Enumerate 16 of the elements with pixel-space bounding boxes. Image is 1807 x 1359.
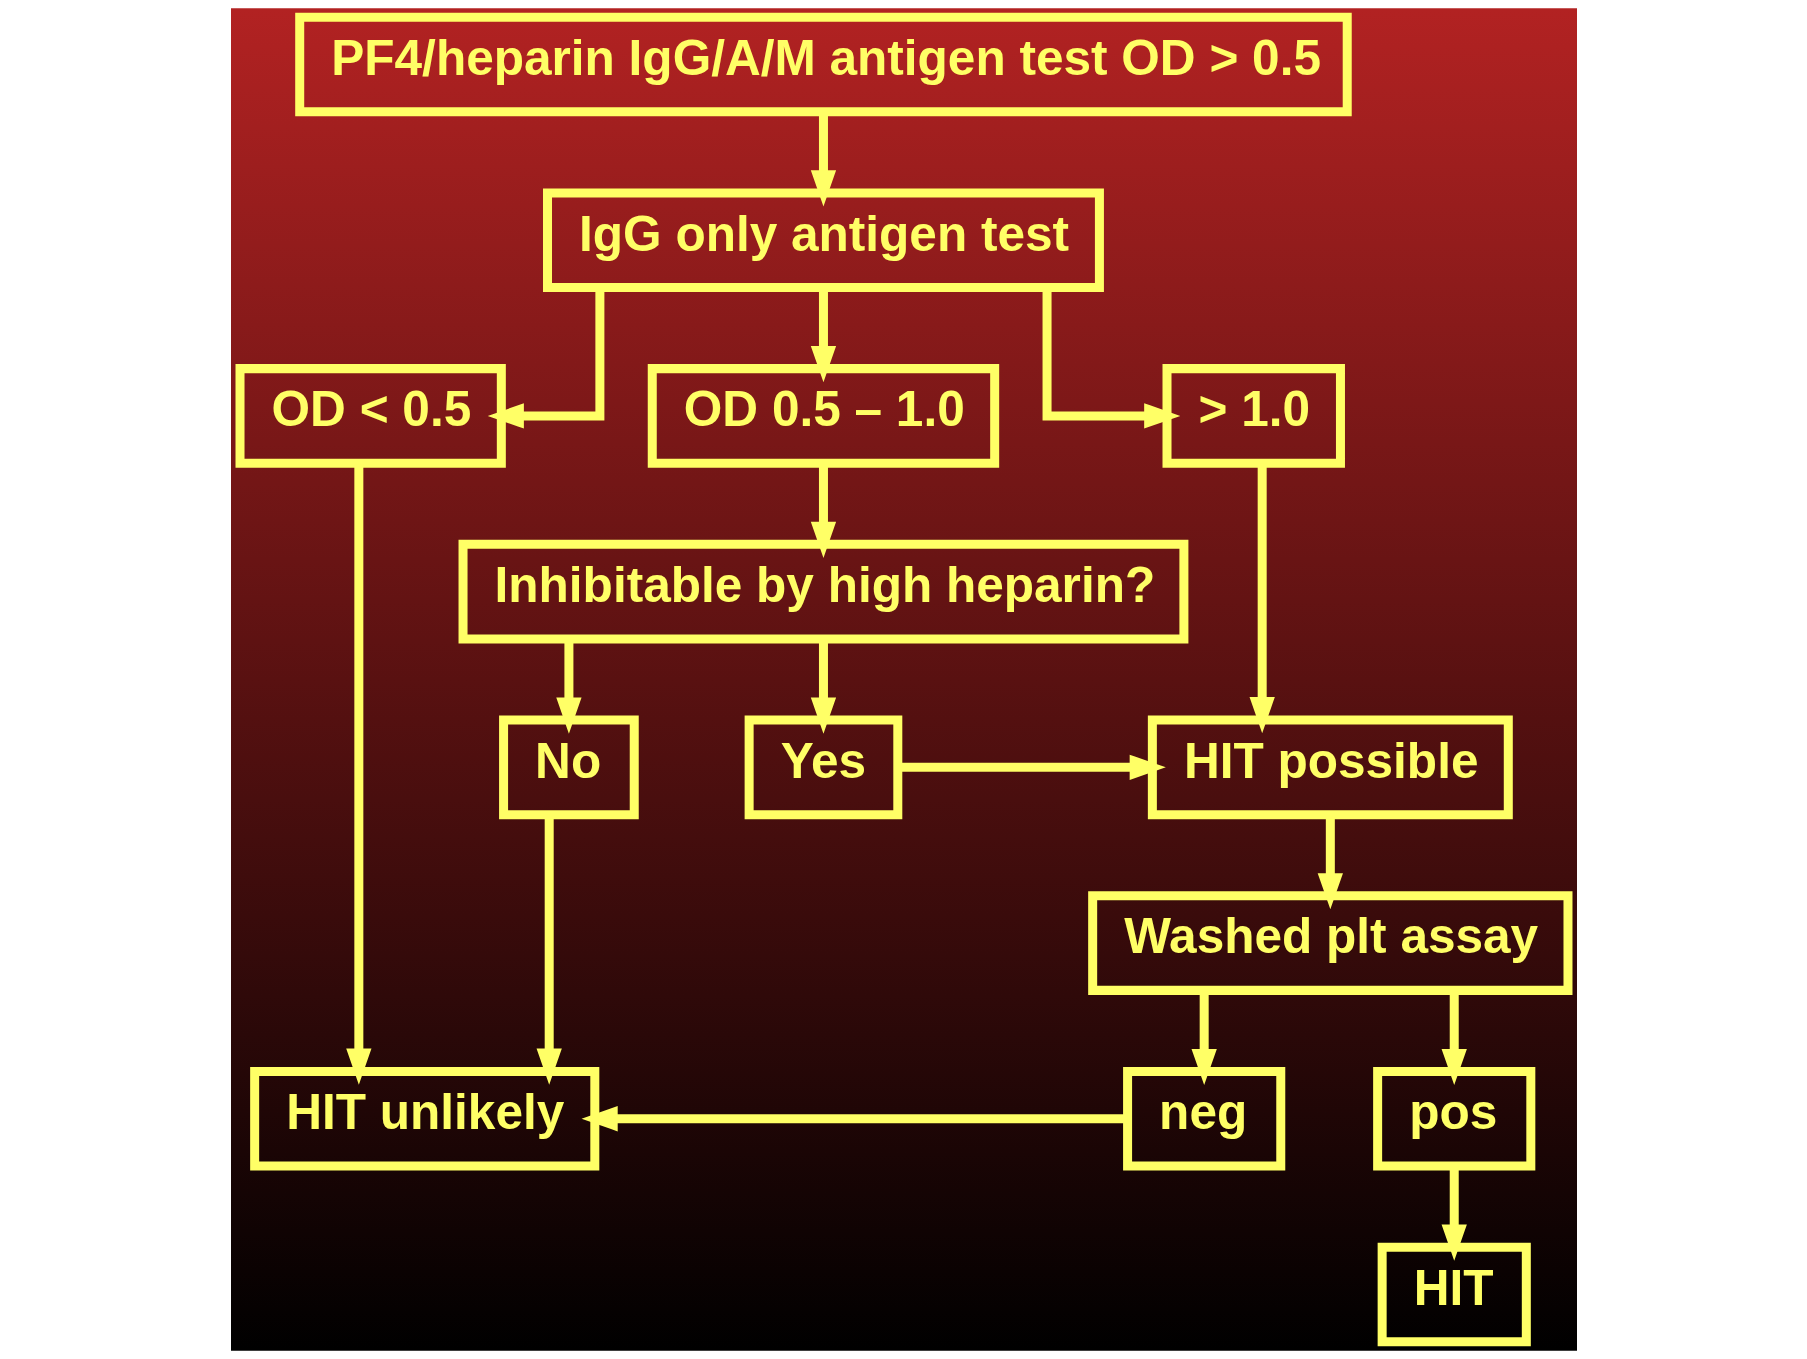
node-box: OD 0.5 – 1.0 xyxy=(647,364,999,468)
node-box: Washed plt assay xyxy=(1087,891,1572,995)
node-box: Yes xyxy=(744,715,902,820)
node-box: pos xyxy=(1372,1066,1535,1171)
node-box: No xyxy=(498,715,639,820)
node-box: HIT possible xyxy=(1147,715,1513,820)
node-box: OD < 0.5 xyxy=(235,364,506,468)
node-box: HIT xyxy=(1377,1242,1531,1347)
node-box: Inhibitable by high heparin? xyxy=(458,539,1188,644)
node-box: PF4/heparin IgG/A/M antigen test OD > 0.5 xyxy=(294,12,1352,117)
node-box: HIT unlikely xyxy=(249,1066,599,1171)
node-box: IgG only antigen test xyxy=(542,188,1104,293)
node-box: > 1.0 xyxy=(1162,364,1345,468)
arrow xyxy=(345,464,371,1085)
node-box: neg xyxy=(1122,1066,1285,1171)
arrow xyxy=(581,1106,1127,1132)
